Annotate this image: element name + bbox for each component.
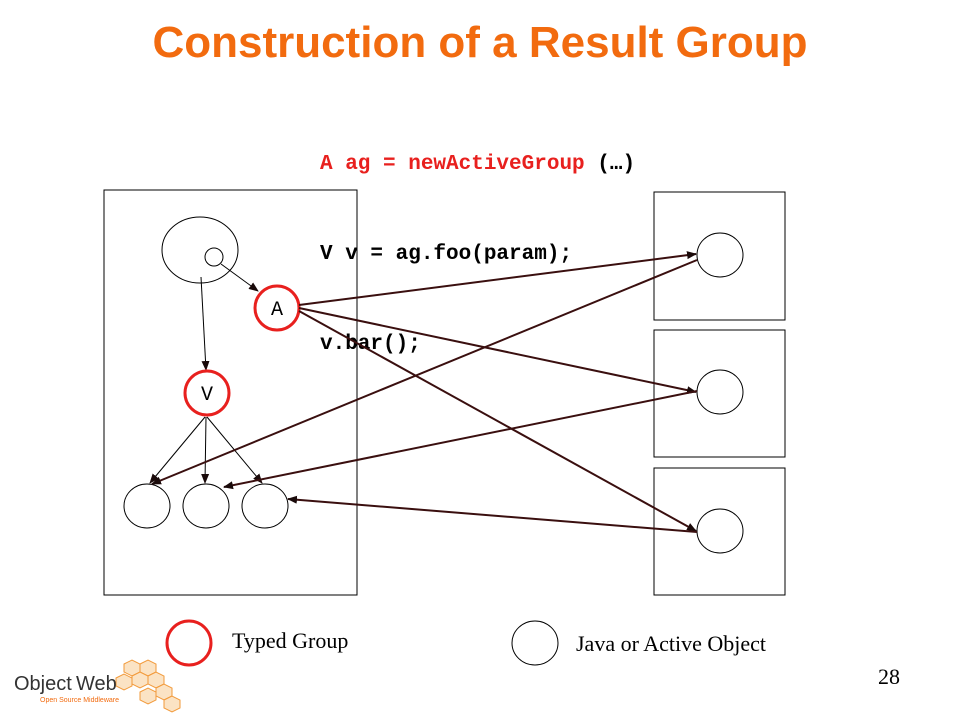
result-object-3: [241, 483, 289, 529]
logo-text-object: Object: [14, 673, 72, 695]
remote-object-1: [696, 232, 744, 278]
local-host-box: [103, 189, 358, 596]
edge-caller-to-v: [200, 276, 210, 371]
edge-a-to-remote-2: [298, 307, 697, 395]
edge-v-to-result-1: [149, 416, 206, 484]
slide-title: Construction of a Result Group: [152, 18, 808, 67]
remote-host-box-2: [653, 329, 786, 458]
edge-v-to-result-2: [201, 416, 210, 484]
legend-object-label: Java or Active Object: [576, 631, 766, 656]
legend-typed-group-icon: [165, 619, 213, 667]
typed-group-v-label: V: [201, 384, 213, 407]
code-line-1-args: (…): [584, 153, 636, 176]
code-line-1-call: A ag = newActiveGroup: [320, 153, 585, 176]
remote-object-3: [696, 508, 744, 554]
result-object-1: [123, 483, 171, 529]
code-snippet: A ag = newActiveGroup (…) V v = ag.foo(p…: [320, 90, 635, 390]
objectweb-logo: Object Web Open Source Middleware: [14, 659, 181, 713]
result-object-2: [182, 483, 230, 529]
code-line-2: V v = ag.foo(param);: [320, 243, 573, 266]
code-line-3: v.bar();: [320, 333, 421, 356]
edge-remote-1-to-result-1: [151, 259, 698, 485]
edge-caller-to-a: [220, 263, 259, 292]
caller-object: [161, 216, 239, 284]
code-line-1: A ag = newActiveGroup (…): [320, 150, 635, 180]
caller-reference-dot: [204, 247, 224, 267]
remote-object-2: [696, 369, 744, 415]
typed-group-a-label: A: [271, 299, 283, 322]
edge-remote-2-to-result-2: [223, 390, 698, 490]
legend-object-icon: [511, 620, 559, 666]
edge-a-to-remote-1: [298, 251, 697, 306]
logo-text-web: Web: [76, 673, 117, 695]
remote-host-box-3: [653, 467, 786, 596]
edge-a-to-remote-3: [298, 310, 697, 532]
logo-tagline: Open Source Middleware: [40, 697, 119, 704]
legend-typed-group-label: Typed Group: [232, 628, 349, 653]
edge-remote-3-to-result-3: [287, 495, 698, 533]
typed-group-v: [183, 369, 231, 417]
remote-host-box-1: [653, 191, 786, 321]
page-number: 28: [878, 664, 900, 689]
